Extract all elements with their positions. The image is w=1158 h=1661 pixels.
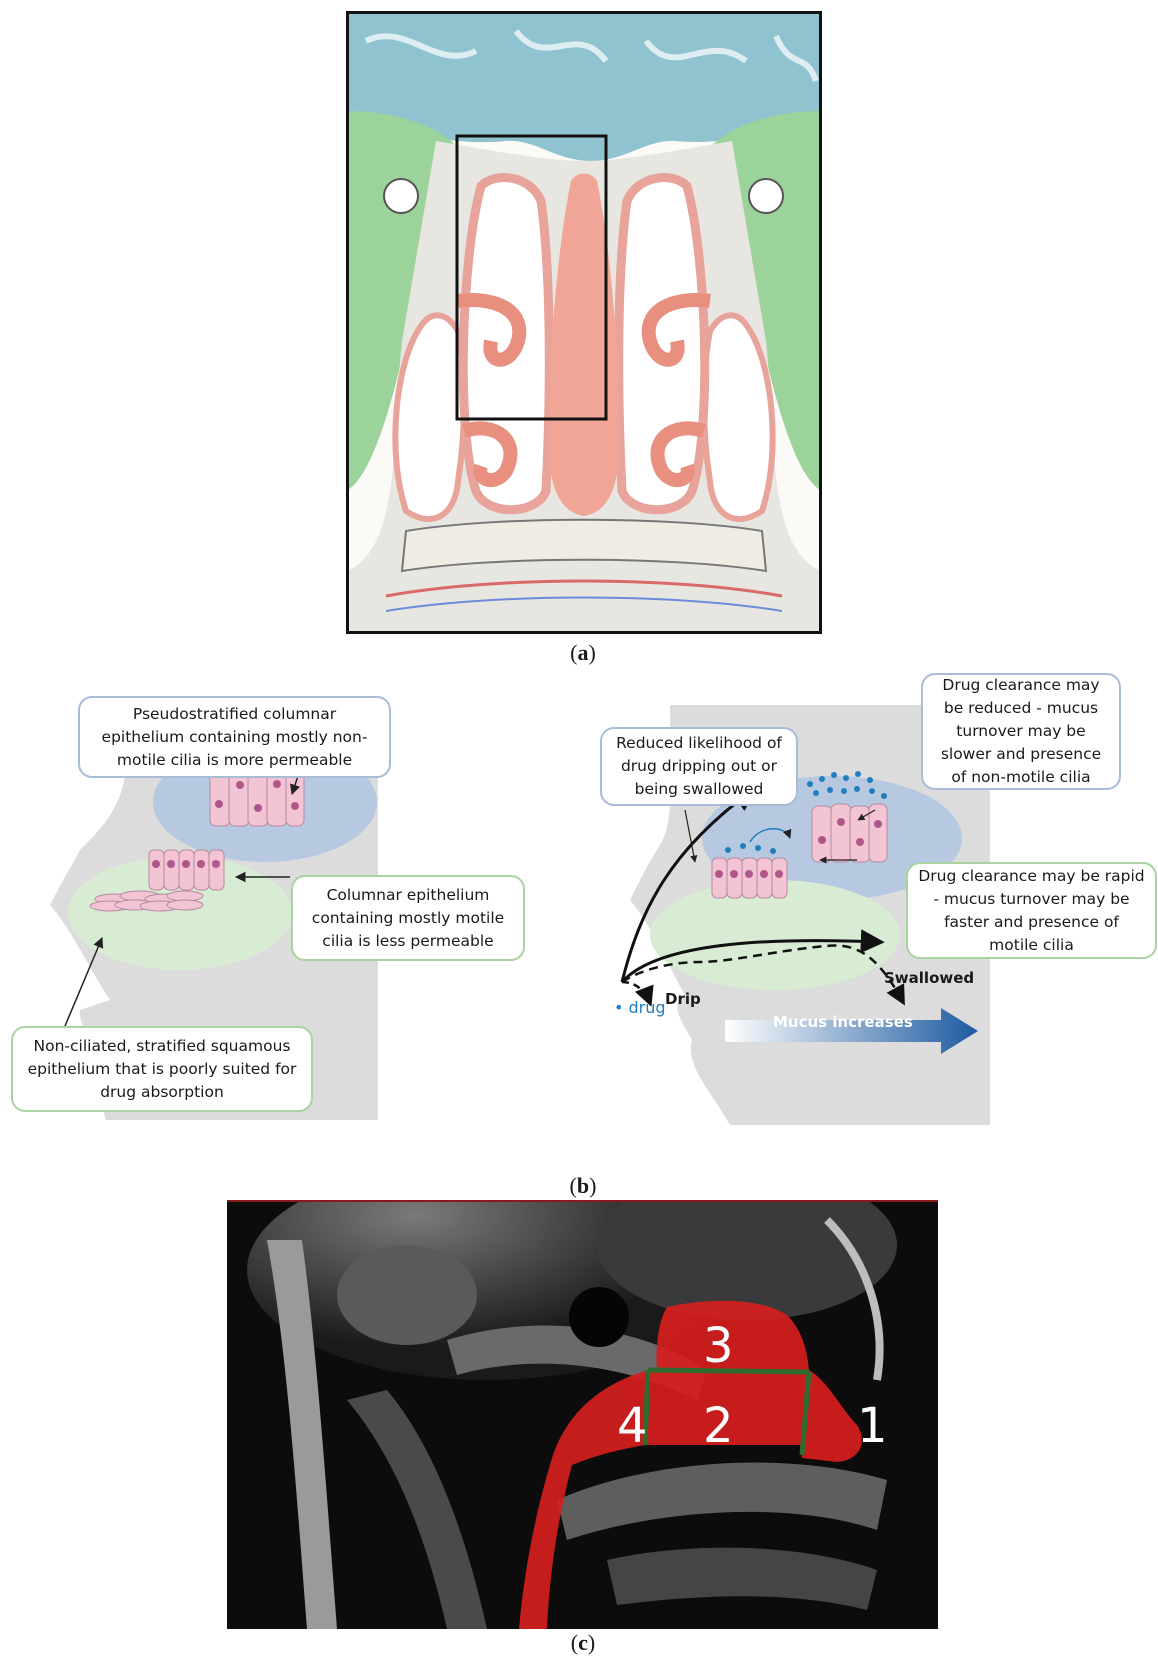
callout-squamous: Non-ciliated, stratified squamous epithe…: [11, 1026, 313, 1112]
zone-label-3: 3: [703, 1318, 734, 1374]
panel-c-figure: [227, 1200, 938, 1629]
callout-clearance-rapid: Drug clearance may be rapid - mucus turn…: [906, 862, 1157, 959]
swallowed-label: Swallowed: [884, 969, 974, 987]
zone-label-4: 4: [617, 1398, 648, 1454]
squamous-cells: [90, 891, 203, 911]
callout-reduced-dripping: Reduced likelihood of drug dripping out …: [600, 727, 798, 806]
callout-clearance-reduced: Drug clearance may be reduced - mucus tu…: [921, 673, 1121, 790]
columnar-cells: [149, 850, 224, 890]
pseudostratified-cells-right: [812, 804, 887, 862]
caption-a: (a): [553, 640, 613, 666]
mucus-increases-label: Mucus increases: [773, 1013, 913, 1031]
sagittal-mri-with-nasal-zones: [227, 1200, 938, 1629]
panel-a-figure: [346, 11, 822, 634]
columnar-cells-right: [712, 858, 787, 898]
nasal-coronal-section-illustration: [346, 11, 822, 634]
zone-label-1: 1: [857, 1398, 888, 1454]
callout-columnar: Columnar epithelium containing mostly mo…: [291, 875, 525, 961]
caption-c: (c): [553, 1630, 613, 1656]
zone-label-2: 2: [703, 1398, 734, 1454]
drip-label: Drip: [665, 990, 701, 1008]
drug-label: • drug: [614, 998, 666, 1017]
caption-b: (b): [553, 1173, 613, 1199]
callout-pseudostratified: Pseudostratified columnar epithelium con…: [78, 696, 391, 778]
